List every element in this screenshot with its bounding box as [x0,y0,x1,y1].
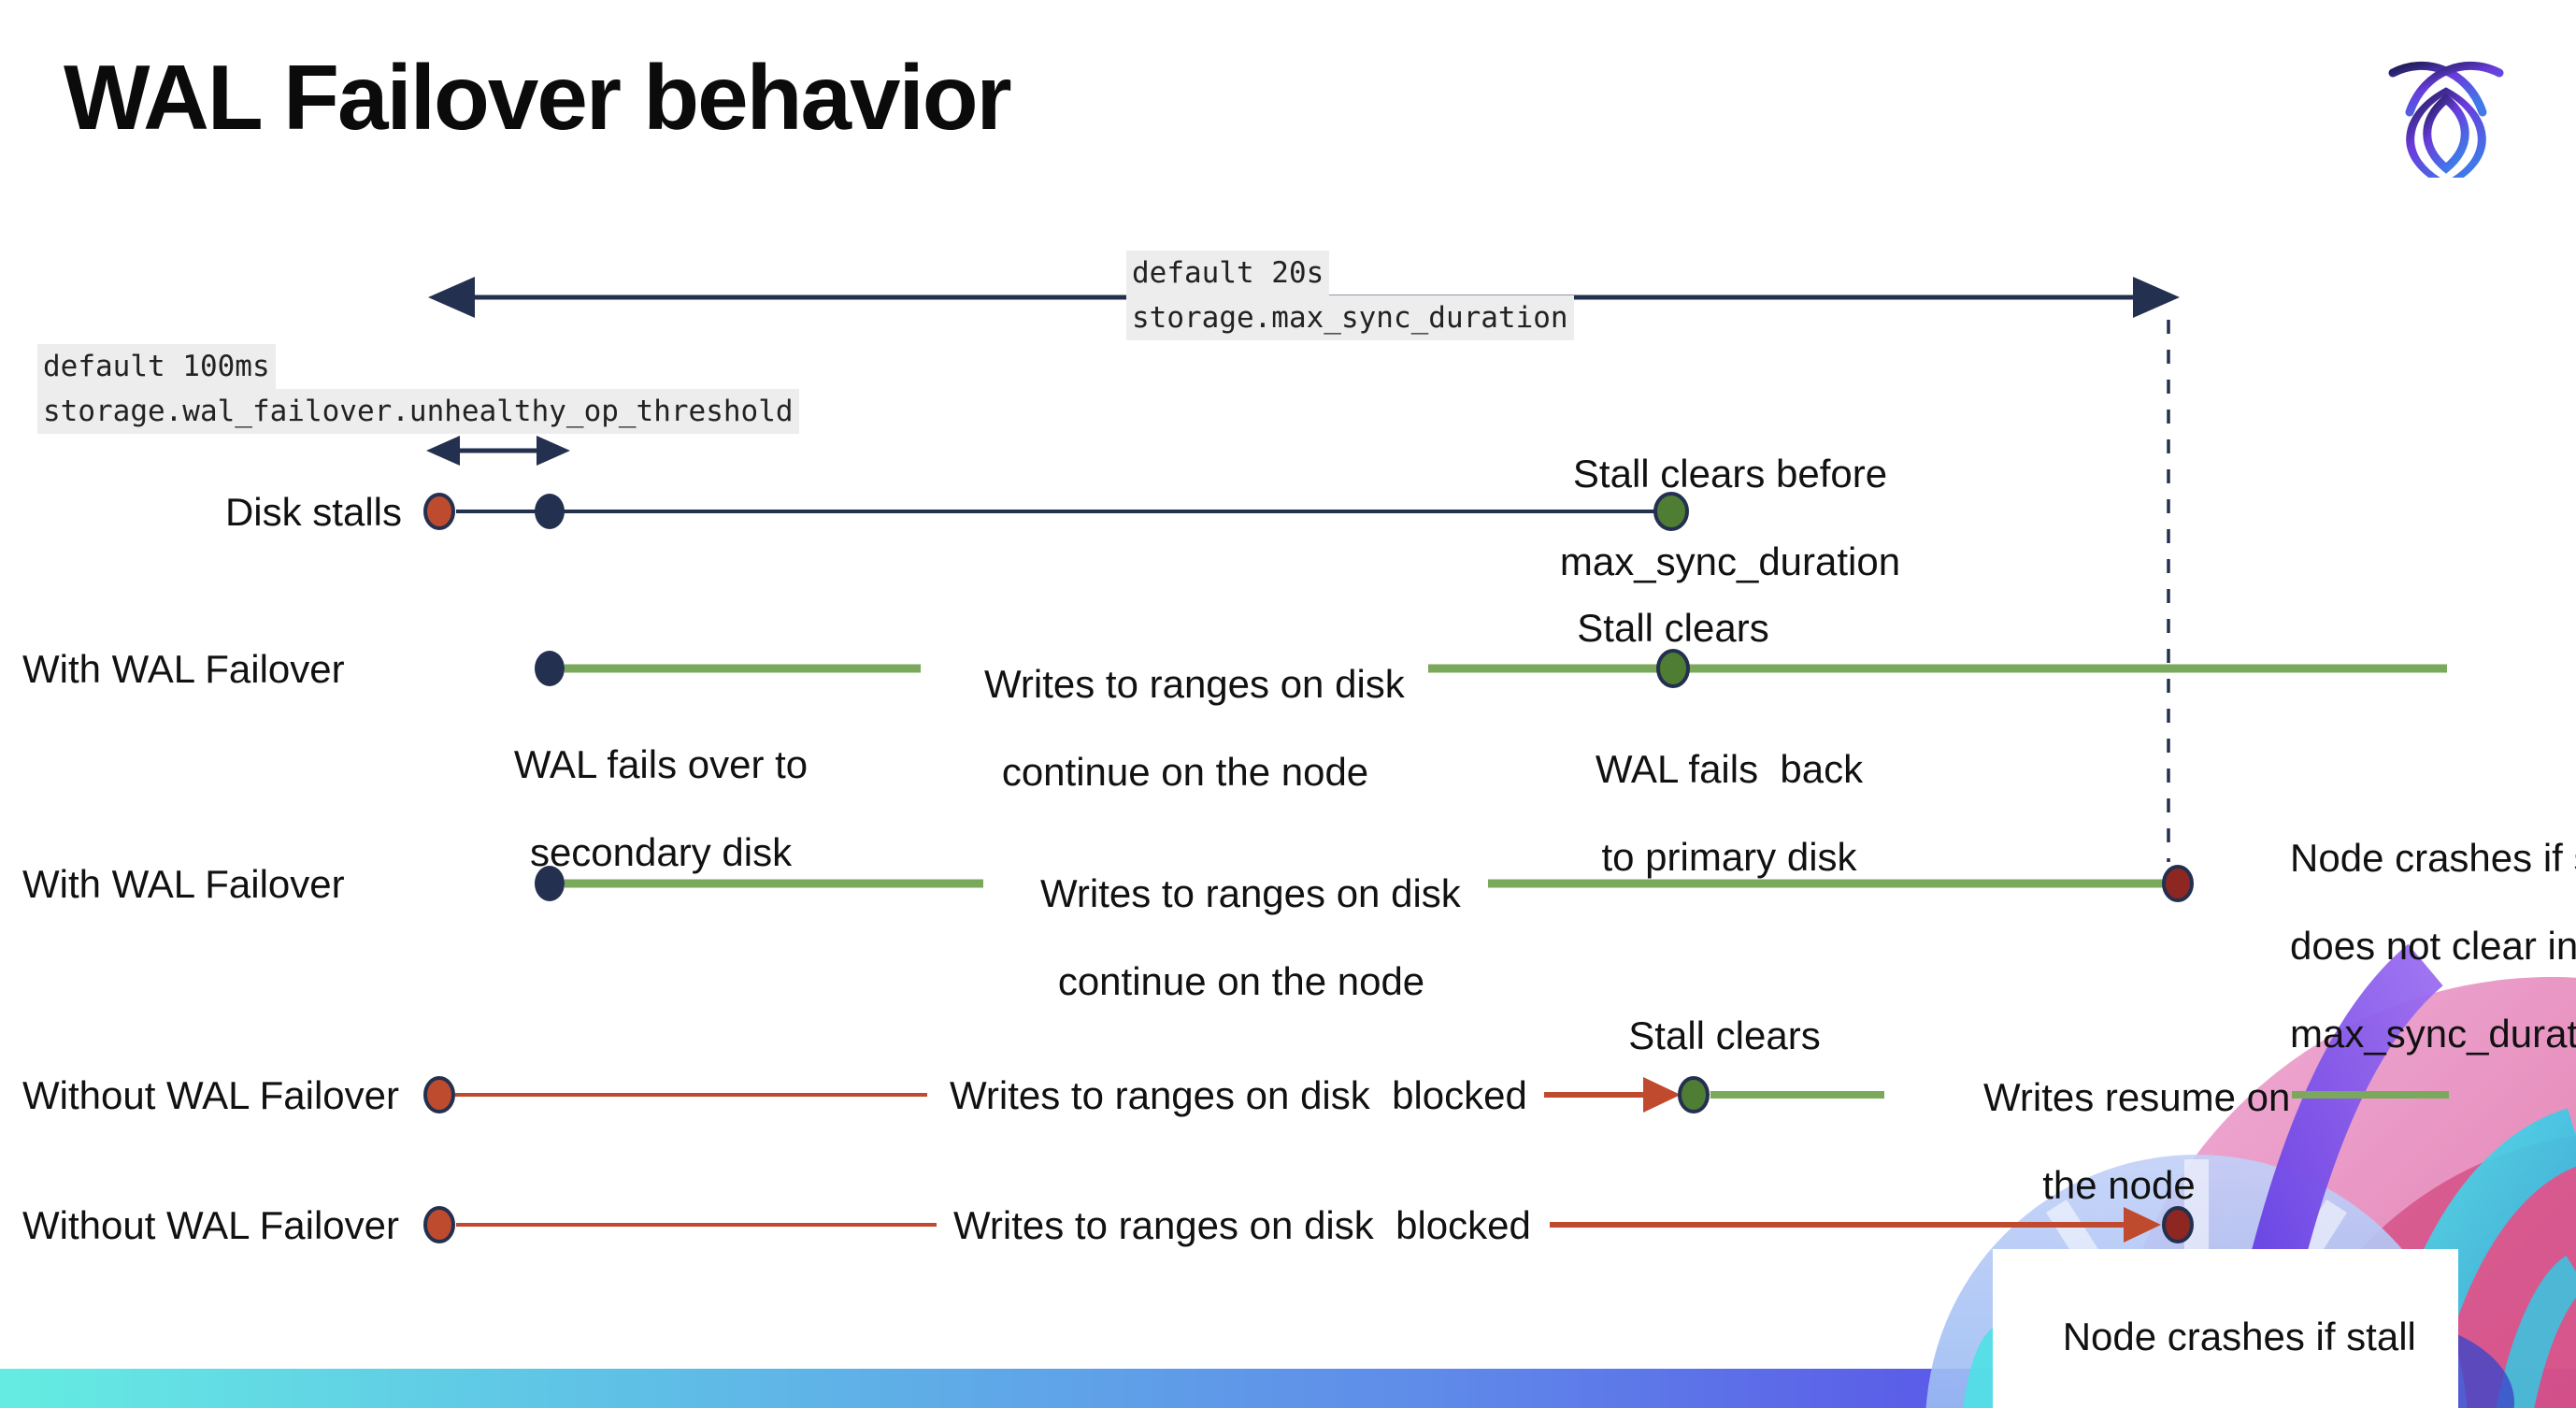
timeline-with-failover-crash [535,865,2194,902]
body-outline [2406,87,2486,178]
threshold-dot [535,494,565,529]
blocked-arrowhead [2124,1207,2161,1243]
threshold-arrowhead-left [426,436,460,466]
node-crash-dot [2162,865,2194,902]
blocked-arrowhead [1643,1077,1681,1113]
failover-dot [535,866,565,901]
stall-start-dot [423,1076,455,1113]
cockroachdb-logo-icon [2388,62,2504,178]
cyan-sliver [1963,1328,2000,1408]
cyan-arc-2 [2496,1256,2576,1408]
node-crash-dot [2162,1206,2194,1243]
stall-start-dot [423,493,455,530]
stall-clears-dot [1653,492,1689,531]
stall-start-dot [423,1206,455,1243]
head-petal [2423,93,2469,174]
timeline-with-failover-clears [535,649,2447,688]
threshold-arrowhead-right [537,436,570,466]
note-node-crashes-row5: Node crashes if stall does not clear in … [1993,1249,2458,1408]
timeline-without-failover-clears [423,1076,2449,1113]
timeline-disk-stalls [423,492,1689,531]
failover-dot [535,651,565,686]
arrowhead-left [428,277,475,318]
antenna-right [2405,62,2504,117]
timeline-without-failover-crash [423,1206,2194,1243]
stall-clears-dot [1656,649,1690,688]
stall-clears-dot [1678,1076,1710,1113]
arrowhead-right [2133,277,2180,318]
page-title: WAL Failover behavior [64,46,1012,149]
